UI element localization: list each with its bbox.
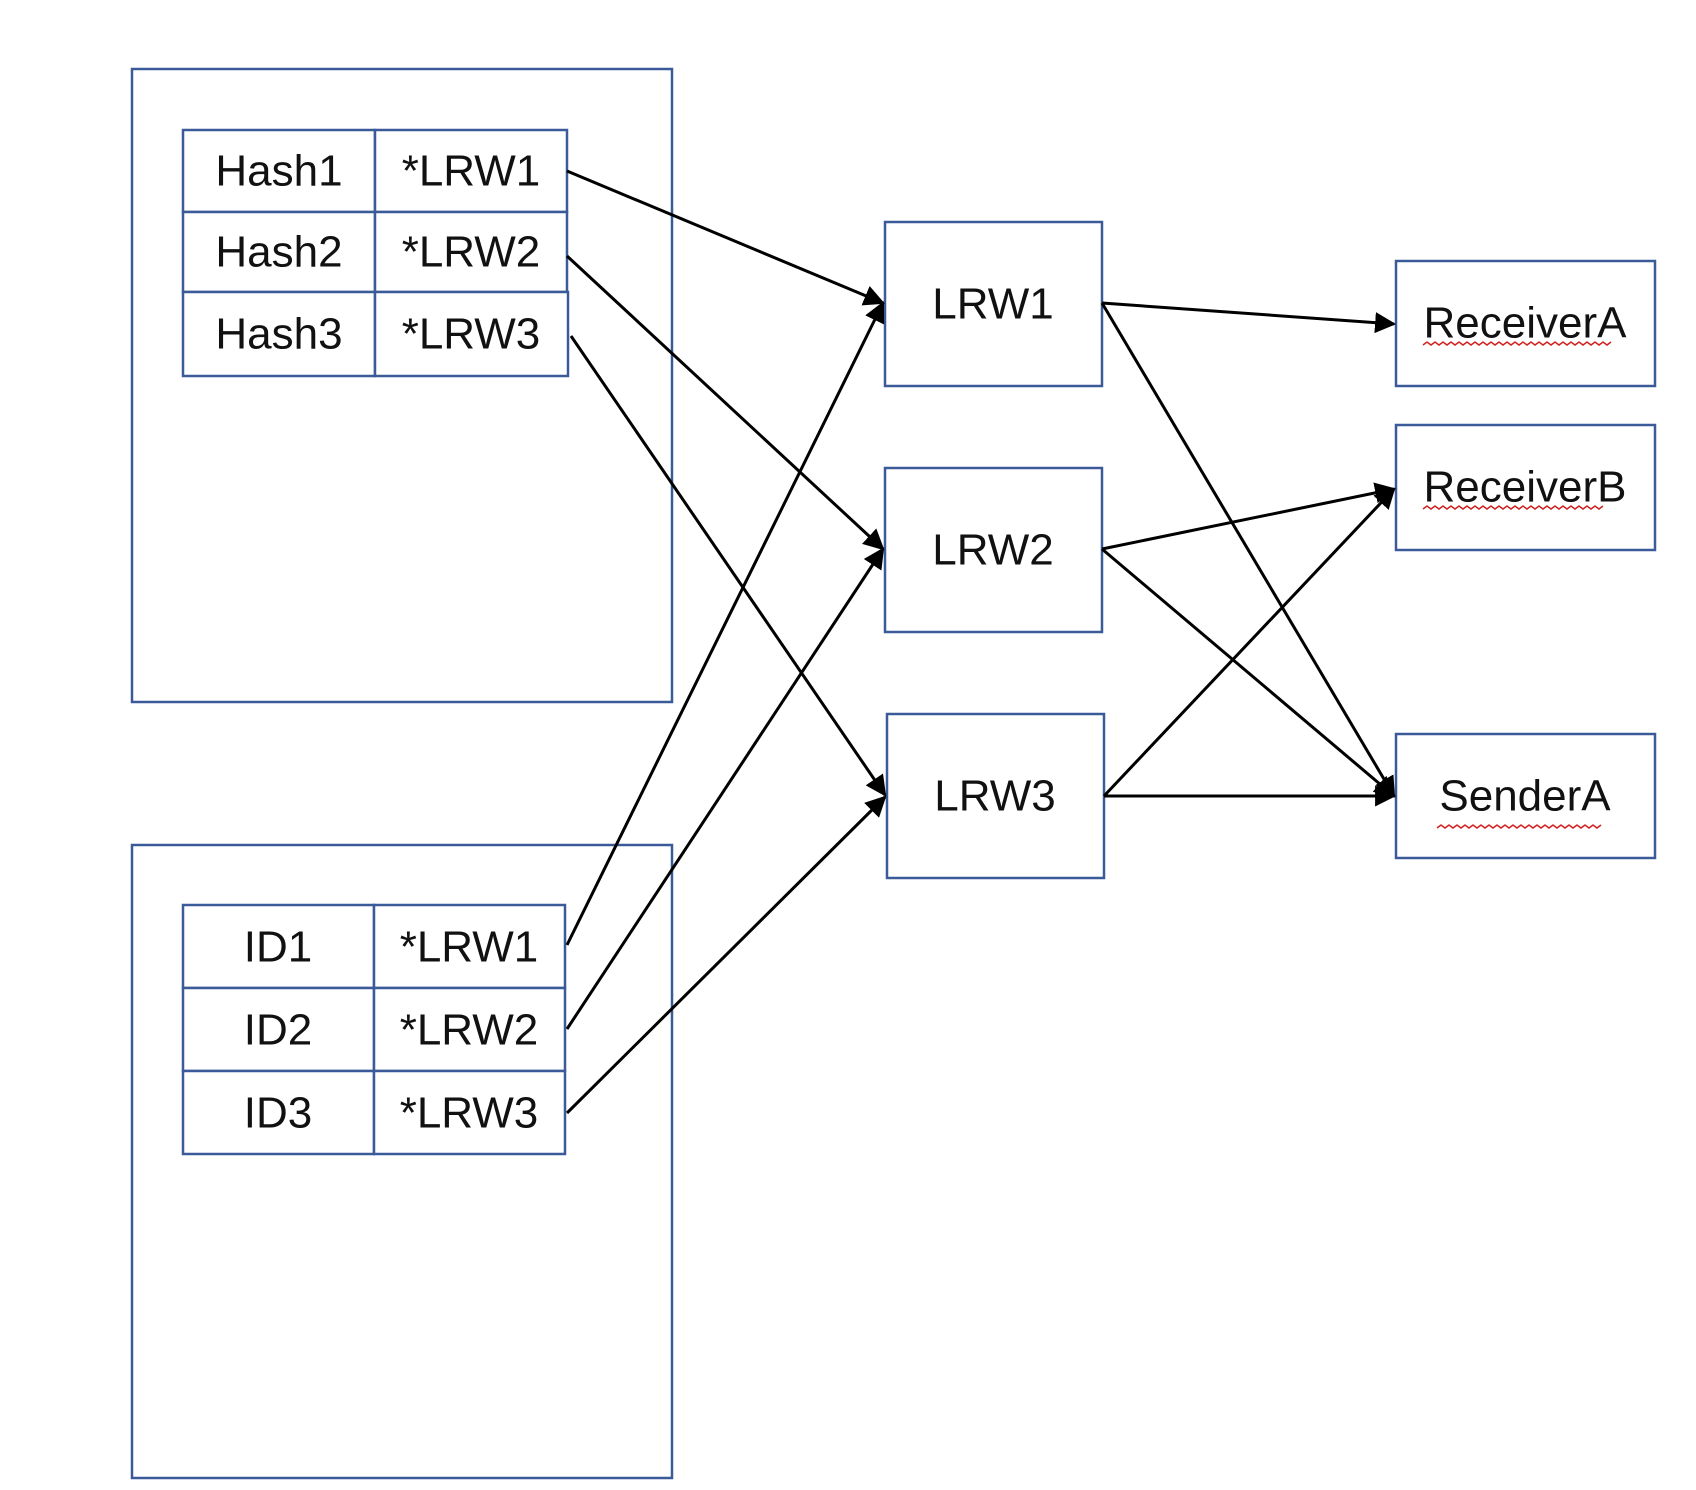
endpoint-node-label: ReceiverB — [1424, 463, 1627, 512]
lrw-node-label: LRW2 — [932, 526, 1053, 575]
arrow-lrw2-to-sendera — [1101, 547, 1396, 798]
hash-ptr-cell — [373, 210, 569, 294]
id-table-row: ID2 *LRW2 — [181, 986, 567, 1073]
hash-key-label: Hash3 — [215, 310, 342, 359]
id-table-container — [130, 843, 674, 1480]
lrw-node-label: LRW3 — [934, 772, 1055, 821]
lrw-node: LRW2 — [883, 466, 1104, 634]
endpoint-node: SenderA — [1394, 732, 1657, 860]
endpoint-node-box — [1394, 259, 1657, 388]
id-key-label: ID2 — [244, 1006, 312, 1055]
spellcheck-underline — [1422, 505, 1604, 510]
lrw-node-label: LRW1 — [932, 280, 1053, 329]
hash-table-row: Hash2 *LRW2 — [181, 210, 569, 294]
hash-key-label: Hash2 — [215, 228, 342, 277]
hash-key-cell — [181, 210, 377, 294]
arrow-id3-to-lrw3 — [565, 795, 887, 1115]
hash-table-container — [130, 67, 674, 704]
arrow-hash1-to-lrw1 — [566, 169, 885, 306]
arrow-id1-to-lrw1 — [565, 301, 885, 946]
lrw-node: LRW1 — [883, 220, 1104, 388]
lrw-node-box — [885, 712, 1106, 880]
hash-key-cell — [181, 290, 377, 378]
edges — [565, 169, 1397, 1115]
id-ptr-label: *LRW2 — [400, 1006, 539, 1055]
endpoint-node-label: ReceiverA — [1424, 299, 1628, 348]
hash-ptr-label: *LRW1 — [402, 147, 541, 196]
lrw-node: LRW3 — [885, 712, 1106, 880]
arrow-hash2-to-lrw2 — [565, 254, 885, 551]
id-table-row: ID3 *LRW3 — [181, 1069, 567, 1156]
hash-table: Hash1 *LRW1 Hash2 *LRW2 Hash3 *LRW3 — [181, 128, 570, 378]
arrow-id2-to-lrw2 — [565, 547, 885, 1030]
endpoint-node-box — [1394, 732, 1657, 860]
arrow-lrw3-to-receiverb — [1102, 487, 1396, 798]
spellcheck-underline — [1436, 824, 1602, 829]
id-ptr-label: *LRW3 — [400, 1089, 539, 1138]
id-key-cell — [181, 903, 376, 990]
arrow-lrw1-to-receivera — [1101, 301, 1397, 334]
endpoint-node-label: SenderA — [1439, 772, 1611, 821]
hash-ptr-label: *LRW2 — [402, 228, 541, 277]
id-table: ID1 *LRW1 ID2 *LRW2 ID3 *LRW3 — [181, 903, 567, 1156]
arrow-lrw1-to-sendera — [1100, 302, 1396, 798]
hash-table-row: Hash1 *LRW1 — [181, 128, 569, 214]
endpoint-node-box — [1394, 423, 1657, 552]
id-ptr-label: *LRW1 — [400, 923, 539, 972]
arrow-hash3-to-lrw3 — [569, 335, 887, 797]
endpoint-node: ReceiverB — [1394, 423, 1657, 552]
hash-ptr-label: *LRW3 — [402, 310, 541, 359]
spellcheck-underline — [1422, 341, 1612, 346]
hash-ptr-cell — [373, 290, 570, 378]
hash-table-row: Hash3 *LRW3 — [181, 290, 570, 378]
id-key-label: ID1 — [244, 923, 312, 972]
lrw-node-box — [883, 466, 1104, 634]
id-key-label: ID3 — [244, 1089, 312, 1138]
lrw-node-box — [883, 220, 1104, 388]
endpoint-node: ReceiverA — [1394, 259, 1657, 388]
id-ptr-cell — [372, 1069, 567, 1156]
arrow-lrw2-to-receiverb — [1101, 482, 1397, 551]
hash-key-label: Hash1 — [215, 147, 342, 196]
id-ptr-cell — [372, 903, 567, 990]
id-table-row: ID1 *LRW1 — [181, 903, 567, 990]
